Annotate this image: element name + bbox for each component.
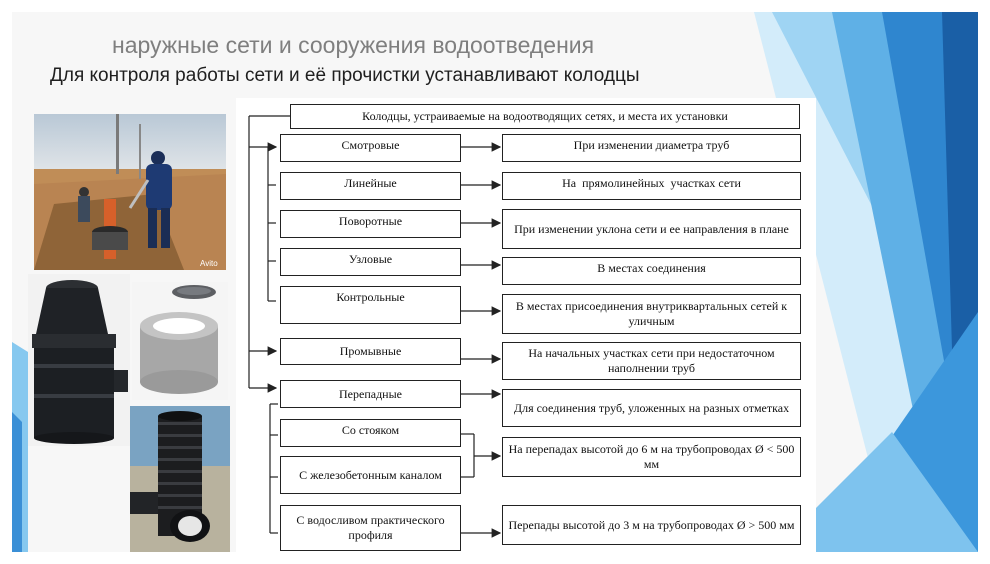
type-junction: Узловые [280,248,461,276]
concrete-ring-photo [132,282,228,400]
plastic-manhole-photo [28,274,130,446]
slide-title: наружные сети и сооружения водоотведения [112,32,595,58]
drop-subtype-riser: Со стояком [280,419,461,447]
type-linear: Линейные [280,172,461,200]
type-control: Контрольные [280,286,461,324]
slide-subtitle: Для контроля работы сети и её прочистки … [50,65,640,86]
type-flushing: Промывные [280,338,461,365]
place-initial-sections: На начальных участках сети при недостато… [502,342,801,380]
type-inspection: Смотровые [280,134,461,162]
drop-subtype-concrete-channel: С железобетонным каналом [280,456,461,494]
place-yard-network-connection: В местах присоединения внутриквартальных… [502,294,801,334]
scheme-connectors [248,115,502,538]
place-diameter-change: При изменении диаметра труб [502,134,801,162]
place-drops-up-to-3m: Перепады высотой до 3 м на трубопроводах… [502,505,801,545]
place-drops-up-to-6m: На перепадах высотой до 6 м на трубопров… [502,437,801,477]
scheme-header-box: Колодцы, устраиваемые на водоотводящих с… [290,104,800,129]
excavation-photo: Avito [34,114,226,270]
place-different-levels: Для соединения труб, уложенных на разных… [502,389,801,427]
drop-subtype-weir: С водосливом практического профиля [280,505,461,551]
place-slope-direction-change: При изменении уклона сети и ее направлен… [502,209,801,249]
type-turning: Поворотные [280,210,461,238]
place-connections: В местах соединения [502,257,801,285]
avito-watermark: Avito [200,259,218,268]
corrugated-well-photo [130,406,230,552]
type-drop: Перепадные [280,380,461,408]
place-straight-sections: На прямолинейных участках сети [502,172,801,200]
slide: наружные сети и сооружения водоотведения… [12,12,978,552]
